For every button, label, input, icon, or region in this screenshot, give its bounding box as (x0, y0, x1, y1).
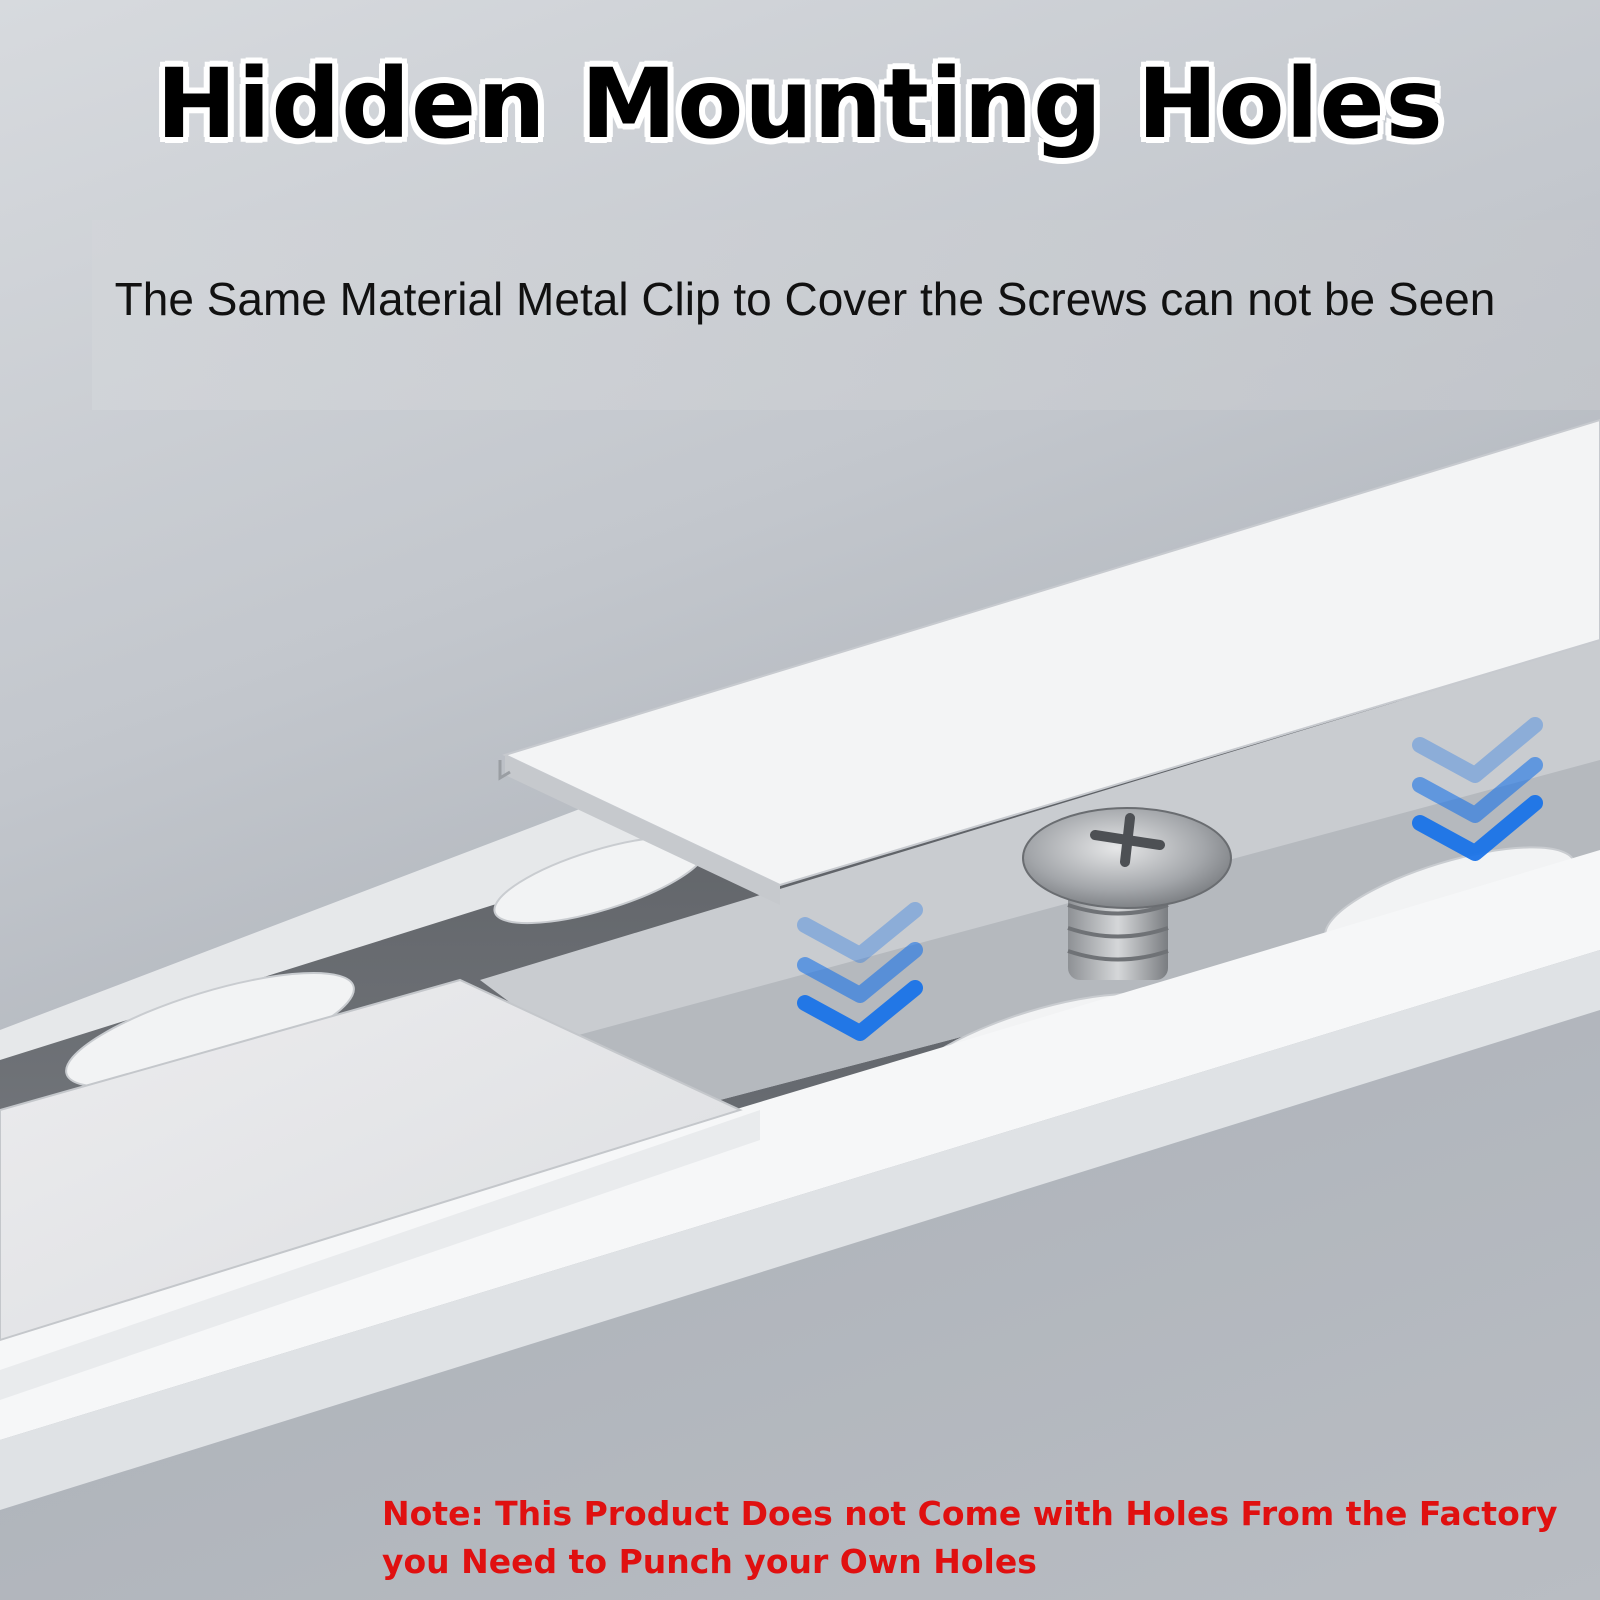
down-chevron-arrows-icon (1412, 717, 1543, 861)
note-line-2: you Need to Punch your Own Holes (382, 1542, 1037, 1581)
note-line-1: Note: This Product Does not Come with Ho… (382, 1494, 1558, 1533)
screw-icon (1022, 807, 1232, 980)
down-chevron-arrows-icon (797, 902, 923, 1041)
metal-clip-cover-edge (505, 755, 780, 905)
track-front-rail (0, 850, 1600, 1440)
subtitle-band (92, 220, 1600, 410)
track-bottom-rail (0, 1110, 760, 1400)
subtitle: The Same Material Metal Clip to Cover th… (114, 273, 1496, 325)
track-front-rail-edge (0, 950, 1600, 1510)
screw-phillips-slot (1090, 813, 1165, 867)
metal-clip-lip (498, 760, 511, 781)
note-text: Note: This Product Does not Come with Ho… (382, 1490, 1558, 1586)
cover-plate-left (0, 978, 743, 1342)
page-title: Hidden Mounting Holes (156, 48, 1444, 160)
